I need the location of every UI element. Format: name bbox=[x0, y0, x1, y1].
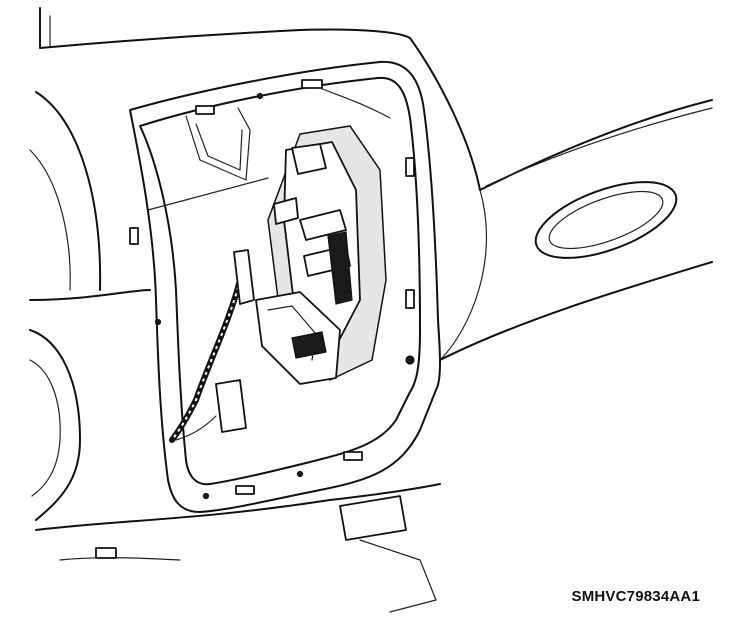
bezel-screw-hole bbox=[154, 318, 162, 326]
bezel-clip-slot bbox=[195, 105, 215, 115]
hvac-cable-housing bbox=[327, 231, 353, 305]
bezel-screw-hole bbox=[296, 470, 304, 478]
right-panel-crease bbox=[485, 107, 713, 187]
wiring-harness-stripe bbox=[171, 279, 241, 441]
figure-caption: SMHVC79834AA1 bbox=[571, 588, 700, 605]
lower-clip-slot bbox=[95, 547, 117, 559]
interior-bracket-inner bbox=[195, 123, 243, 171]
harness-lower-wire bbox=[175, 415, 217, 441]
console-block bbox=[339, 495, 407, 541]
right-panel-lower-edge bbox=[439, 261, 713, 361]
left-cluster-arc bbox=[35, 91, 102, 291]
bezel-clip-slot bbox=[301, 79, 323, 89]
right-panel-outline bbox=[409, 37, 713, 191]
bezel-clip-slot bbox=[343, 451, 363, 461]
opening-bezel-outer bbox=[129, 60, 441, 513]
left-lower-bezel bbox=[29, 329, 81, 521]
opening-bezel-inner bbox=[139, 76, 421, 486]
right-panel-seam bbox=[439, 189, 488, 361]
interior-wire-top bbox=[319, 87, 391, 119]
lower-panel-edge bbox=[59, 557, 181, 561]
left-dash-edge bbox=[29, 289, 151, 301]
interior-crossbar bbox=[147, 177, 269, 211]
oval-vent-outer bbox=[534, 181, 678, 259]
bezel-clip-slot bbox=[405, 157, 415, 177]
bezel-clip-slot bbox=[235, 485, 255, 495]
oval-vent-inner bbox=[548, 190, 664, 250]
hvac-lever bbox=[299, 209, 347, 241]
hvac-control-bracket bbox=[291, 143, 327, 175]
bezel-clip-slot bbox=[405, 289, 415, 309]
bezel-screw-hole bbox=[405, 355, 415, 365]
bezel-clip-slot bbox=[129, 227, 139, 245]
lower-dash-line bbox=[35, 483, 441, 531]
bezel-screw-hole bbox=[256, 92, 264, 100]
hvac-mount-tab bbox=[273, 197, 299, 225]
left-cluster-arc-inner bbox=[29, 149, 71, 291]
dash-top-edge bbox=[39, 7, 411, 49]
harness-connector bbox=[233, 249, 255, 305]
left-lower-bezel-inner bbox=[29, 359, 61, 497]
harness-lower-connector bbox=[215, 379, 247, 433]
hvac-lower-connector bbox=[291, 331, 327, 359]
bezel-screw-hole bbox=[202, 492, 210, 500]
console-side bbox=[359, 539, 437, 613]
interior-bracket bbox=[185, 107, 251, 181]
